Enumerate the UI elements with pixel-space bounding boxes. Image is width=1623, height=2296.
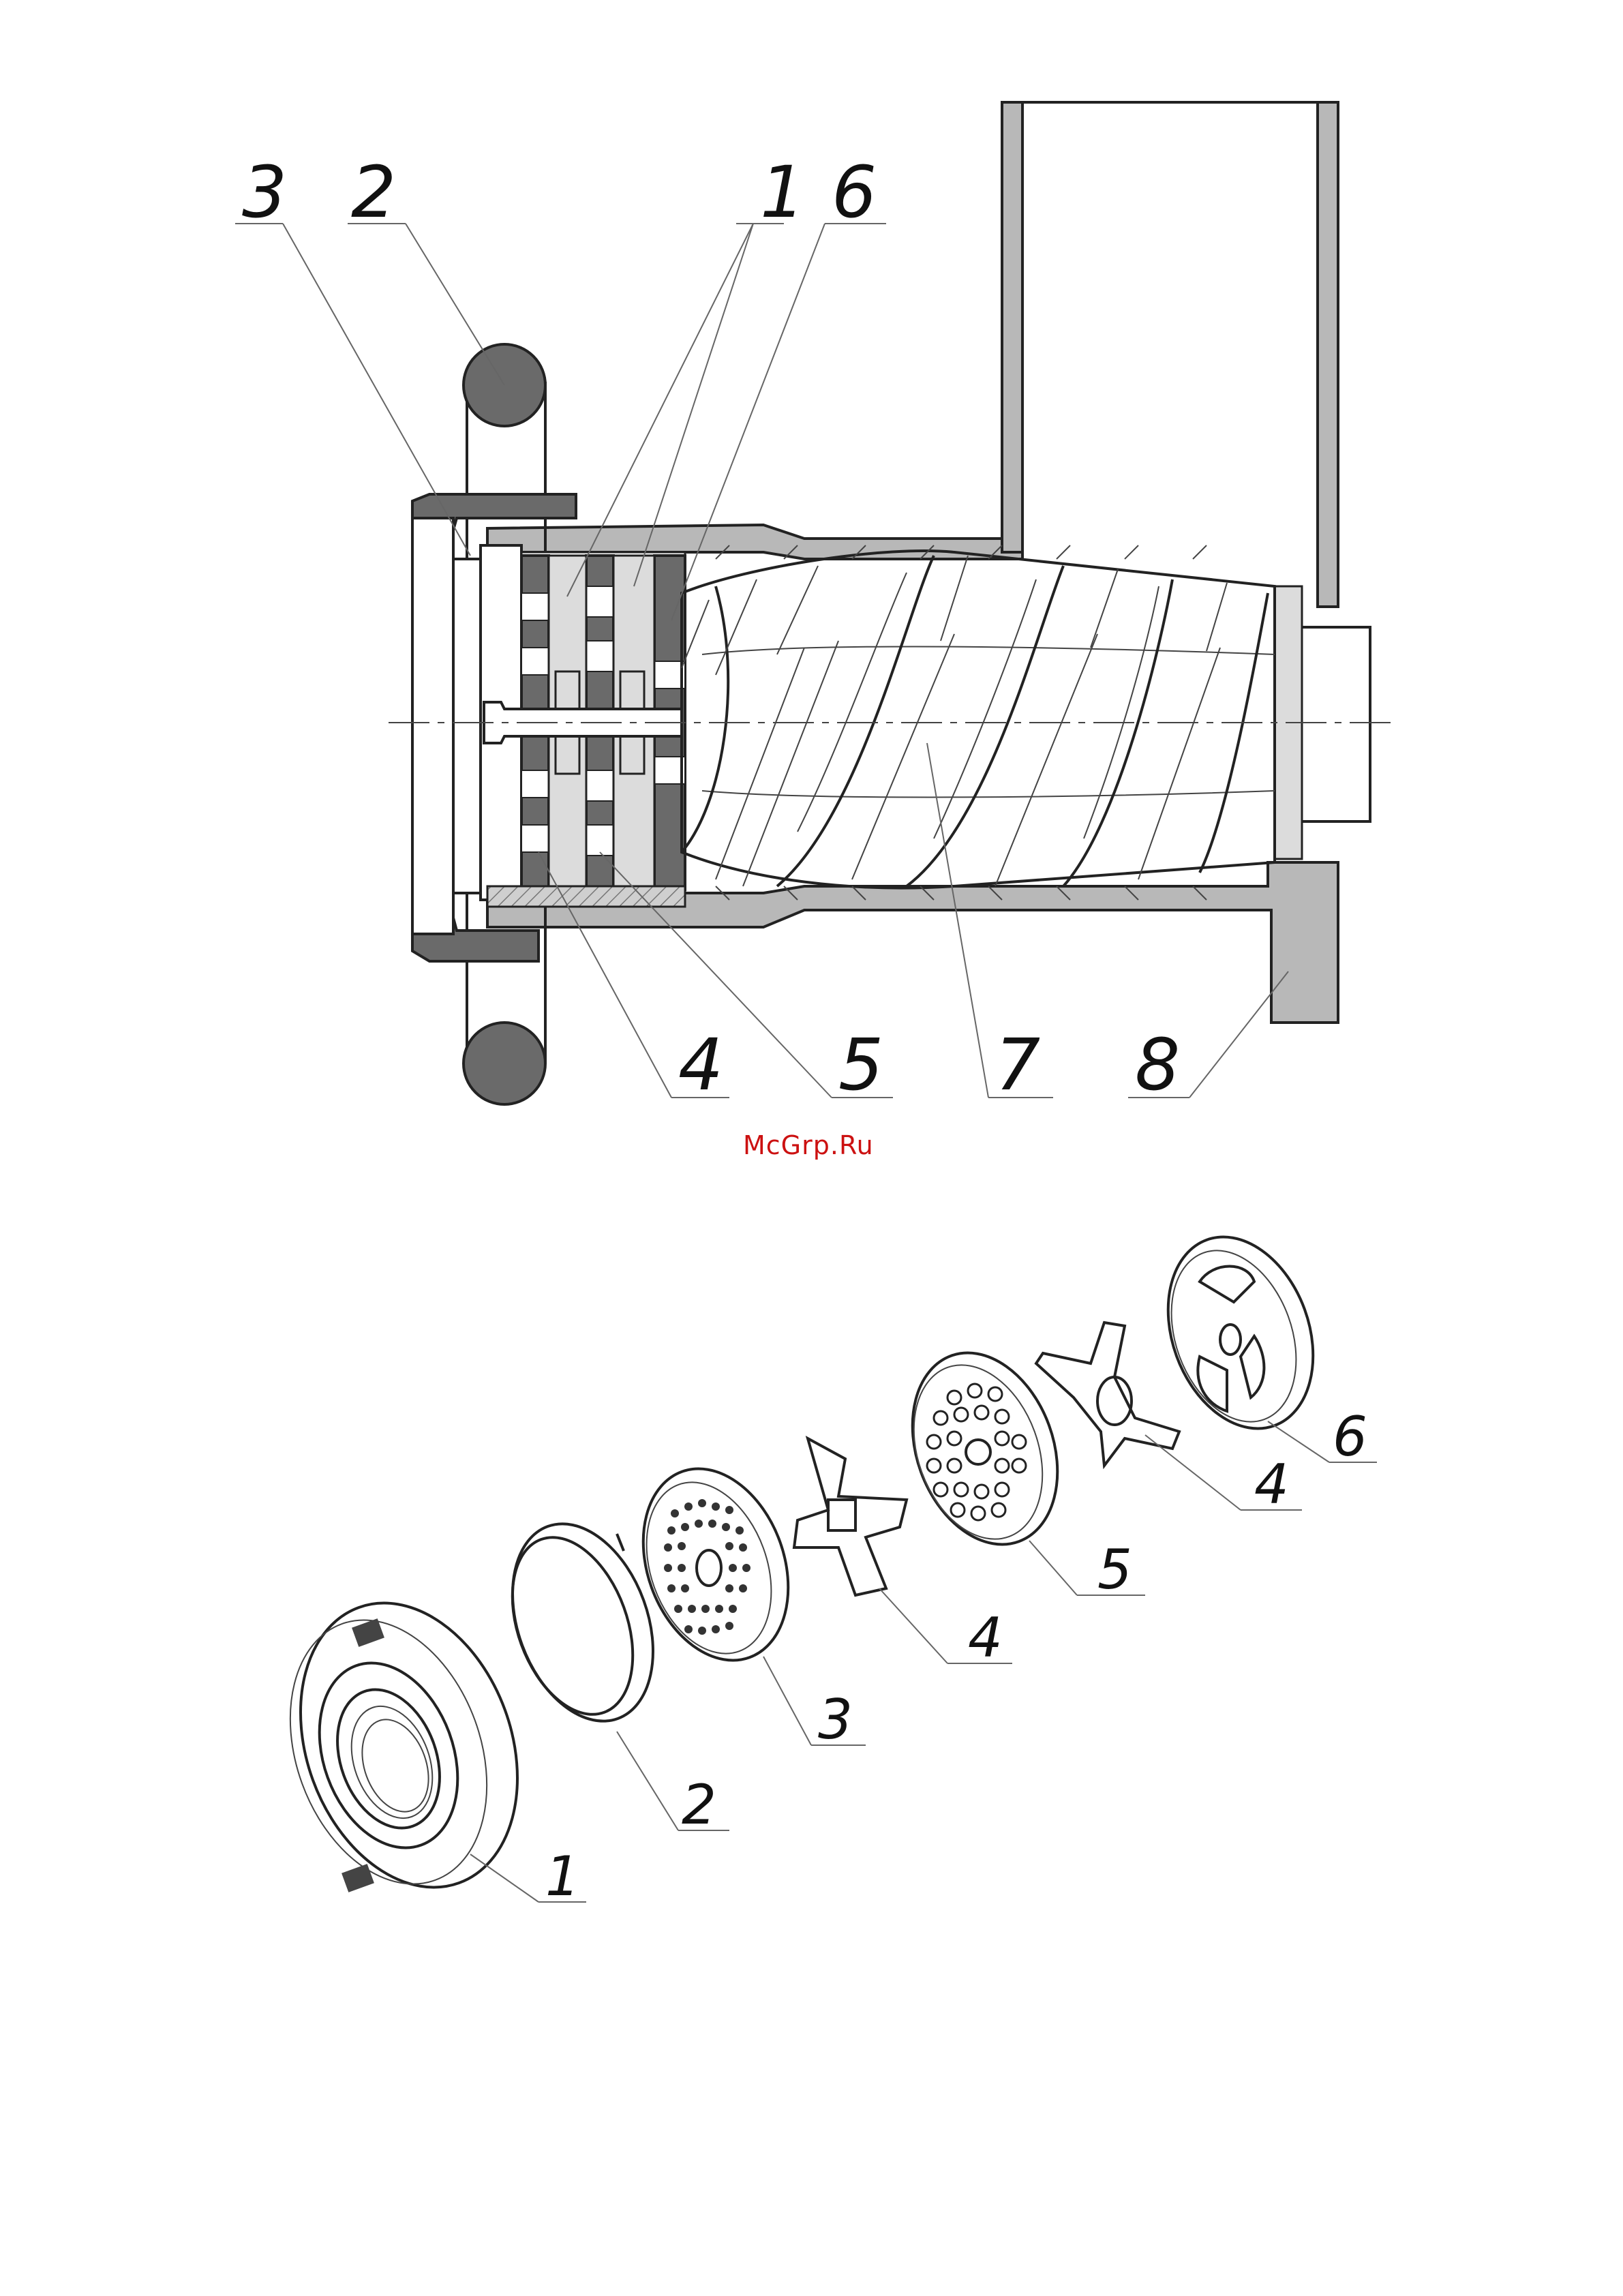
part-coarse-plate bbox=[887, 1333, 1082, 1565]
callout-7: 7 bbox=[995, 1023, 1040, 1106]
section-leaders bbox=[235, 224, 1288, 1098]
exploded-view: 1 2 3 4 5 4 6 bbox=[256, 1217, 1377, 1918]
exploded-callout-5: 5 bbox=[1097, 1538, 1132, 1601]
exploded-callout-3: 3 bbox=[818, 1688, 853, 1751]
rear-bearing-block bbox=[1295, 627, 1370, 821]
callout-3: 3 bbox=[242, 151, 287, 234]
part-knife-front bbox=[794, 1438, 907, 1595]
callout-4: 4 bbox=[678, 1023, 723, 1106]
feed-hopper bbox=[1002, 102, 1338, 607]
exploded-callout-4-rear: 4 bbox=[1254, 1453, 1289, 1516]
callout-6: 6 bbox=[832, 151, 877, 234]
watermark: McGrp.Ru bbox=[743, 1130, 874, 1160]
handle-knob-bottom bbox=[464, 1023, 545, 1104]
callout-5: 5 bbox=[838, 1023, 883, 1106]
ring-nut-inner bbox=[453, 559, 481, 893]
part-ring-nut bbox=[256, 1573, 556, 1918]
ring-nut-front-face bbox=[412, 518, 453, 934]
spacer-ring bbox=[487, 886, 685, 907]
exploded-callout-1: 1 bbox=[545, 1845, 580, 1908]
exploded-leaders bbox=[470, 1421, 1377, 1902]
section-view: 3 2 1 6 4 5 7 8 bbox=[235, 102, 1391, 1106]
exploded-callout-6: 6 bbox=[1333, 1405, 1367, 1468]
exploded-callout-2: 2 bbox=[682, 1773, 716, 1837]
callout-8: 8 bbox=[1135, 1023, 1180, 1106]
part-separator bbox=[1142, 1217, 1338, 1449]
callout-2: 2 bbox=[351, 151, 396, 234]
exploded-callout-4-front: 4 bbox=[968, 1606, 1003, 1670]
part-fine-plate bbox=[618, 1449, 813, 1681]
callout-1: 1 bbox=[760, 151, 805, 234]
part-spacer-ring bbox=[487, 1505, 678, 1741]
